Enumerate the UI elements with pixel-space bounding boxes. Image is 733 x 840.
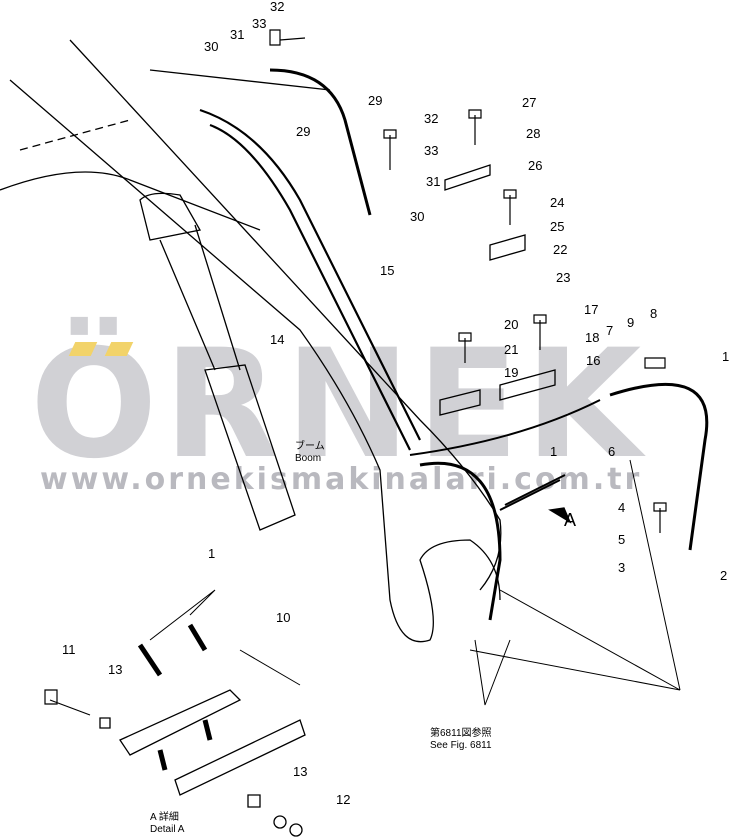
callout-23: 23 xyxy=(556,270,571,285)
callout-1: 1 xyxy=(208,546,216,561)
callout-1: 1 xyxy=(722,349,730,364)
callout-14: 14 xyxy=(270,332,285,347)
callout-6: 6 xyxy=(608,444,616,459)
callout-32: 32 xyxy=(270,0,285,14)
callout-20: 20 xyxy=(504,317,519,332)
callout-13: 13 xyxy=(108,662,123,677)
callout-4: 4 xyxy=(618,500,626,515)
callout-1: 1 xyxy=(550,444,558,459)
callout-33: 33 xyxy=(252,16,267,31)
callout-7: 7 xyxy=(606,323,614,338)
see-fig-note: 第6811図参照 See Fig. 6811 xyxy=(430,728,492,751)
detail-a-jp: A 詳細 xyxy=(150,812,179,823)
see-fig-jp: 第6811図参照 xyxy=(430,728,492,739)
callout-16: 16 xyxy=(586,353,601,368)
callout-15: 15 xyxy=(380,263,395,278)
callout-19: 19 xyxy=(504,365,519,380)
callout-12: 12 xyxy=(336,792,351,807)
callout-33: 33 xyxy=(424,143,439,158)
arrow-a-label: A xyxy=(564,510,577,530)
detail-a-en: Detail A xyxy=(150,823,185,835)
callout-11: 11 xyxy=(62,642,76,657)
callout-21: 21 xyxy=(504,342,519,357)
callout-30: 30 xyxy=(204,39,219,54)
callout-24: 24 xyxy=(550,195,565,210)
callout-3: 3 xyxy=(618,560,626,575)
callout-28: 28 xyxy=(526,126,541,141)
callout-17: 17 xyxy=(584,302,599,317)
callout-26: 26 xyxy=(528,158,543,173)
boom-label-jp: ブーム xyxy=(295,441,325,452)
callout-29: 29 xyxy=(296,124,311,139)
callout-32: 32 xyxy=(424,111,439,126)
callout-13: 13 xyxy=(293,764,308,779)
boom-label-en: Boom xyxy=(295,452,322,464)
callout-30: 30 xyxy=(410,209,425,224)
callout-27: 27 xyxy=(522,95,537,110)
callout-18: 18 xyxy=(585,330,600,345)
callout-10: 10 xyxy=(276,610,291,625)
callout-9: 9 xyxy=(627,315,635,330)
boom-label: ブーム Boom xyxy=(295,441,325,464)
callout-8: 8 xyxy=(650,306,658,321)
callout-31: 31 xyxy=(230,27,245,42)
detail-a-note: A 詳細 Detail A xyxy=(150,812,184,835)
callout-25: 25 xyxy=(550,219,565,234)
callout-22: 22 xyxy=(553,242,568,257)
callout-31: 31 xyxy=(426,174,441,189)
watermark-brand: ÖRNEK xyxy=(30,318,648,492)
callout-29: 29 xyxy=(368,93,383,108)
callout-5: 5 xyxy=(618,532,626,547)
see-fig-en: See Fig. 6811 xyxy=(430,739,492,751)
callout-2: 2 xyxy=(720,568,728,583)
